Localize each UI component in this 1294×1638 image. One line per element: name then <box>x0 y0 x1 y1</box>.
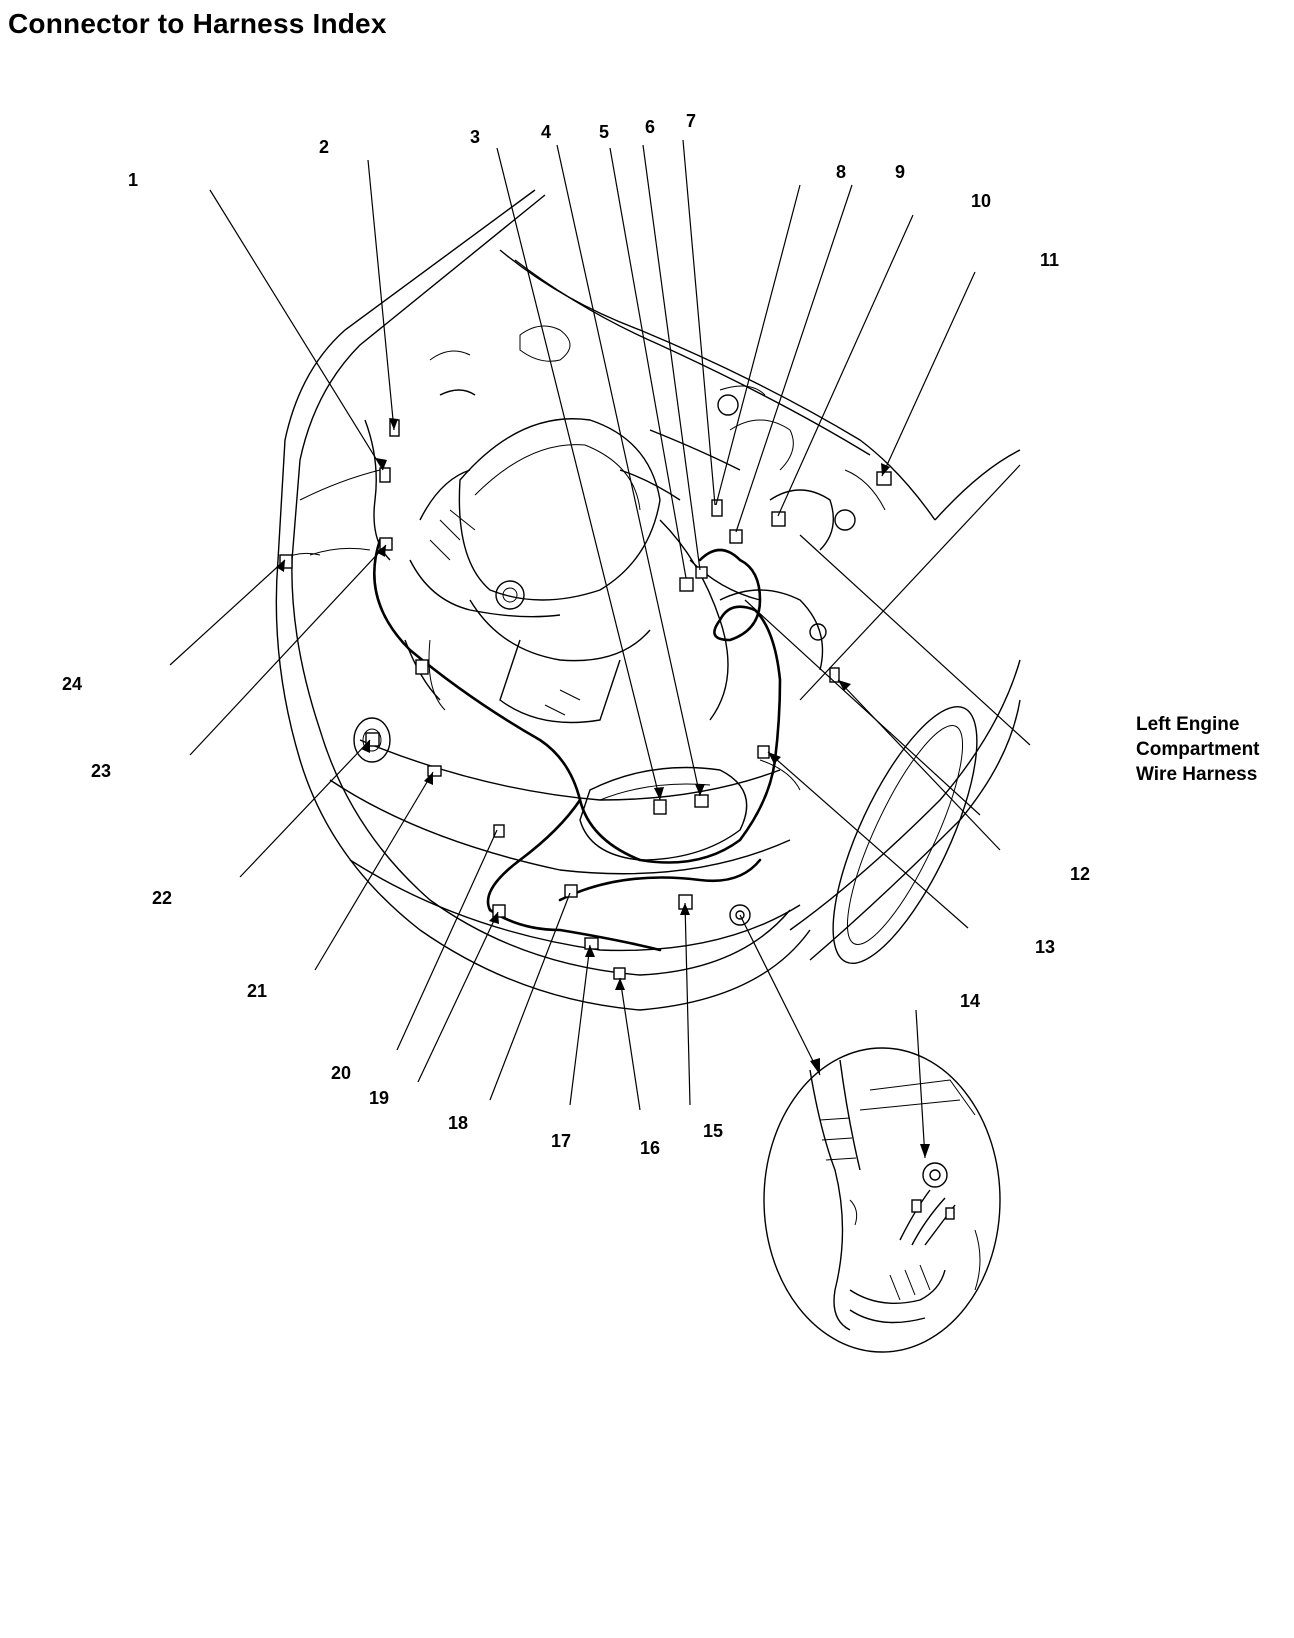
callout-17: 17 <box>551 1131 571 1151</box>
detail-inset <box>763 1047 1001 1353</box>
callout-10: 10 <box>971 191 991 211</box>
connector-10 <box>771 511 786 527</box>
leader-lines <box>169 139 1031 1159</box>
callout-13: 13 <box>1035 937 1055 957</box>
leader-arrows <box>276 418 930 1158</box>
page-title: Connector to Harness Index <box>8 8 387 39</box>
callout-1: 1 <box>128 170 138 190</box>
callout-5: 5 <box>599 122 609 142</box>
connector-20 <box>493 824 505 838</box>
harness-label-line-2: Compartment <box>1136 739 1260 760</box>
connector-21 <box>427 765 442 777</box>
callout-16: 16 <box>640 1138 660 1158</box>
connector-11 <box>876 471 892 486</box>
callout-21: 21 <box>247 981 267 1001</box>
vehicle-body-outline <box>275 189 1021 1011</box>
callout-12: 12 <box>1070 864 1090 884</box>
harness-label: Left Engine Compartment Wire Harness <box>1136 712 1260 787</box>
callout-18: 18 <box>448 1113 468 1133</box>
callout-19: 19 <box>369 1088 389 1108</box>
connector-6 <box>679 577 694 592</box>
connector-3 <box>415 659 429 675</box>
harness-label-line-3: Wire Harness <box>1136 764 1258 785</box>
callout-14: 14 <box>960 991 980 1011</box>
harness-label-line-1: Left Engine <box>1136 714 1240 735</box>
connector-23 <box>379 537 393 551</box>
callout-6: 6 <box>645 117 655 137</box>
connector-5 <box>694 794 709 808</box>
connector-17 <box>584 937 599 950</box>
connector-9 <box>729 529 743 544</box>
connector-12 <box>829 667 840 683</box>
connector-16 <box>613 967 626 980</box>
engine-assembly <box>409 325 856 724</box>
callout-2: 2 <box>319 137 329 157</box>
wire-harness <box>279 385 886 952</box>
callout-24: 24 <box>62 674 82 694</box>
callout-11: 11 <box>1040 250 1059 270</box>
callout-3: 3 <box>470 127 480 147</box>
callout-22: 22 <box>152 888 172 908</box>
connector-7 <box>695 566 708 579</box>
callout-20: 20 <box>331 1063 351 1083</box>
callout-4: 4 <box>541 122 551 142</box>
callout-15: 15 <box>703 1121 723 1141</box>
connector-13 <box>757 745 770 759</box>
connector-4 <box>653 799 667 815</box>
callout-23: 23 <box>91 761 111 781</box>
connector-18 <box>564 884 578 898</box>
callout-numbers: 1 2 3 4 5 6 7 8 9 10 11 12 13 14 15 16 1… <box>62 111 1090 1158</box>
connector-1 <box>379 467 391 483</box>
callout-8: 8 <box>836 162 846 182</box>
callout-7: 7 <box>686 111 696 131</box>
callout-9: 9 <box>895 162 905 182</box>
